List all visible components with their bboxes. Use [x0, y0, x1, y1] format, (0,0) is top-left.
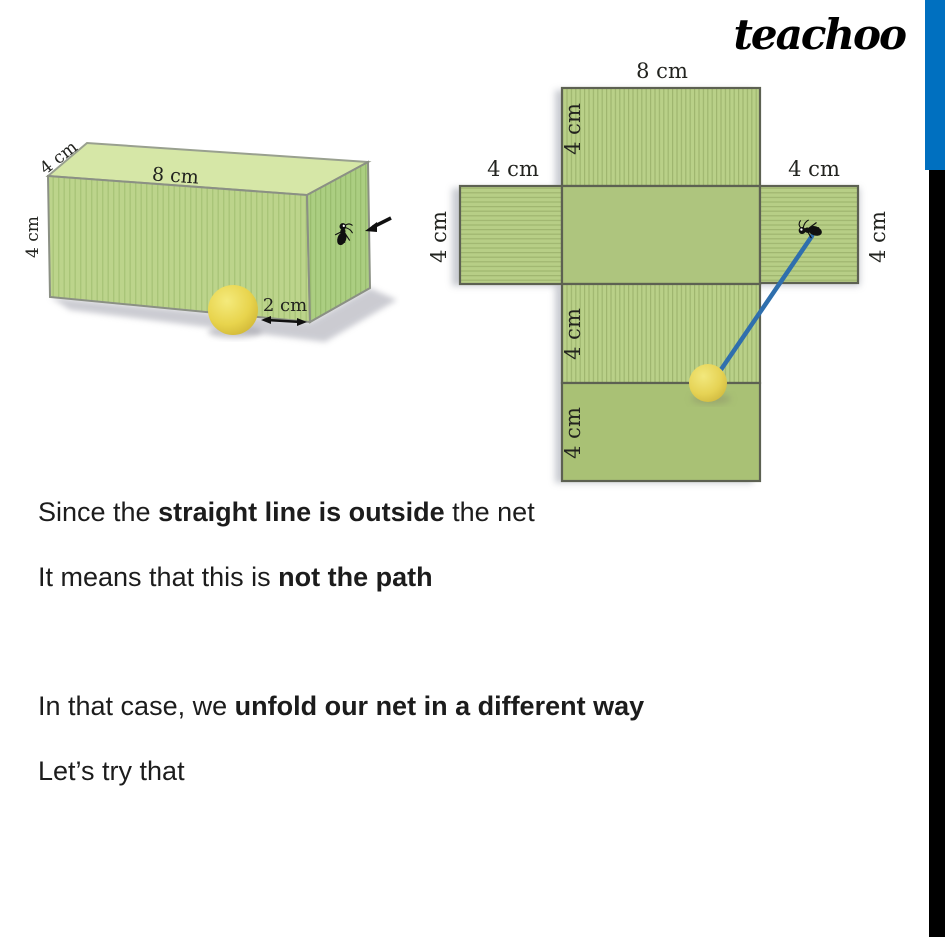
net-top-face-height-label: 4 cm: [561, 103, 585, 155]
box-height-label: 4 cm: [25, 216, 43, 258]
text-line-1: Since the straight line is outside the n…: [38, 497, 535, 527]
net-right-flap-height-label: 4 cm: [866, 211, 890, 263]
net-front-face: [560, 282, 762, 385]
ball-gap-label: 2 cm: [263, 295, 307, 316]
net-left-flap: [458, 184, 564, 286]
ball: [208, 285, 258, 335]
ball: [689, 364, 727, 402]
net-bottom-face-height-label: 4 cm: [561, 407, 585, 459]
net-top-face: [560, 86, 762, 188]
teachoo-logo: teachoo: [733, 10, 907, 59]
gap-double-arrow: [261, 316, 307, 326]
text-line-4: Let’s try that: [38, 756, 185, 786]
cuboid-3d-figure: 4 cm 8 cm 4 cm 2 cm: [25, 137, 397, 342]
box-width-label: 8 cm: [151, 163, 199, 188]
accent-bar-blue: [925, 0, 945, 170]
ant-to-ball-path-line: [715, 233, 815, 377]
cuboid-net-figure: 8 cm 4 cm 4 cm 4 cm 4 cm 4 cm 4 cm 4 cm: [430, 59, 890, 483]
ant-pointer-arrow: [365, 222, 377, 232]
net-left-flap-width-label: 4 cm: [487, 157, 539, 181]
text-line-3: In that case, we unfold our net in a dif…: [38, 691, 645, 721]
net-right-flap-width-label: 4 cm: [788, 157, 840, 181]
text-line-2: It means that this is not the path: [38, 562, 433, 592]
net-top-width-label: 8 cm: [636, 59, 688, 83]
net-center-face: [560, 184, 762, 286]
net-left-flap-height-label: 4 cm: [430, 211, 451, 263]
accent-bar-black: [929, 170, 945, 937]
net-front-face-height-label: 4 cm: [561, 308, 585, 360]
